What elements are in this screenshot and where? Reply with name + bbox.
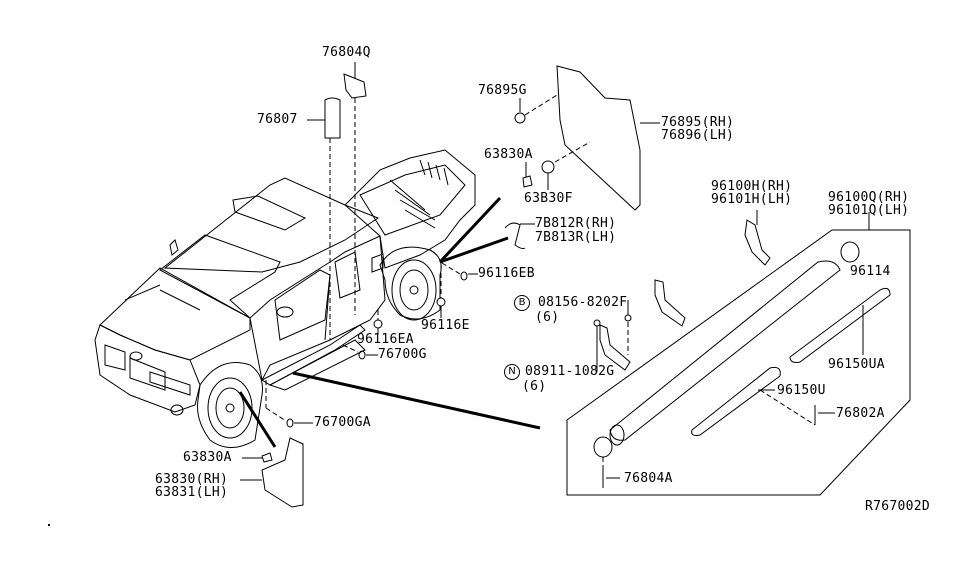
stray-dot [48,524,50,526]
callout-96116EB: 96116EB [478,266,535,281]
part-96100Q-step [609,260,841,441]
callout-96116E: 96116E [421,318,470,333]
callout-76700GA: 76700GA [314,415,371,430]
callout-08911-qty: (6) [522,379,547,394]
part-76807 [324,97,341,139]
part-76895G [514,112,526,124]
part-63830A-bottom [261,452,273,463]
part-63830F [541,160,555,174]
callout-76807: 76807 [257,112,298,127]
part-63830-front-mud-guard [261,437,304,508]
callout-96100Q-rh: 96100Q(RH) [828,190,910,205]
callout-96101Q-lh: 96101Q(LH) [828,203,910,218]
callout-76802A: 76802A [836,406,885,421]
nut-symbol-n: N [504,364,520,380]
leader-lines [238,62,911,508]
callout-08156-8202F: 08156-8202F [538,295,628,310]
part-96150U-pad [691,366,781,436]
part-63830A-top [522,175,533,188]
callout-63830A-top: 63830A [484,147,533,162]
part-76804Q [343,73,367,99]
callout-78813R-lh: 7B813R(LH) [535,230,617,245]
callout-96100H-rh: 96100H(RH) [711,179,793,194]
callout-76700G: 76700G [378,347,427,362]
callout-96150UA: 96150UA [828,357,885,372]
callout-63830A-bottom: 63830A [183,450,232,465]
callout-63830F: 63B30F [524,191,573,206]
callout-63830-rh: 63830(RH) [155,472,229,487]
callout-96114: 96114 [850,264,891,279]
part-96150UA-pad [789,287,891,363]
callout-76896-lh: 76896(LH) [661,128,735,143]
part-96114-end-cap [840,241,860,263]
part-bracket-front [599,324,631,371]
truck-illustration [94,149,476,448]
part-76895-rear-mud-guard [556,65,641,211]
callout-08156-qty: (6) [535,310,560,325]
part-78812R [504,222,526,250]
callout-76804Q: 76804Q [322,45,371,60]
part-96100H-bracket [744,219,771,266]
part-bracket-mid [654,279,686,327]
callout-78812R-rh: 7B812R(RH) [535,216,617,231]
callout-96101H-lh: 96101H(LH) [711,192,793,207]
callout-76895G: 76895G [478,83,527,98]
callout-76804A: 76804A [624,471,673,486]
callout-96116EA: 96116EA [357,332,414,347]
diagram-reference-code: R767002D [865,499,931,514]
callout-76895-rh: 76895(RH) [661,115,735,130]
callout-08911-1082G: 08911-1082G [525,364,615,379]
callout-63831-lh: 63831(LH) [155,485,229,500]
step-assembly-box [566,229,911,496]
bolt-symbol-b: B [514,295,530,311]
callout-96150U: 96150U [777,383,826,398]
